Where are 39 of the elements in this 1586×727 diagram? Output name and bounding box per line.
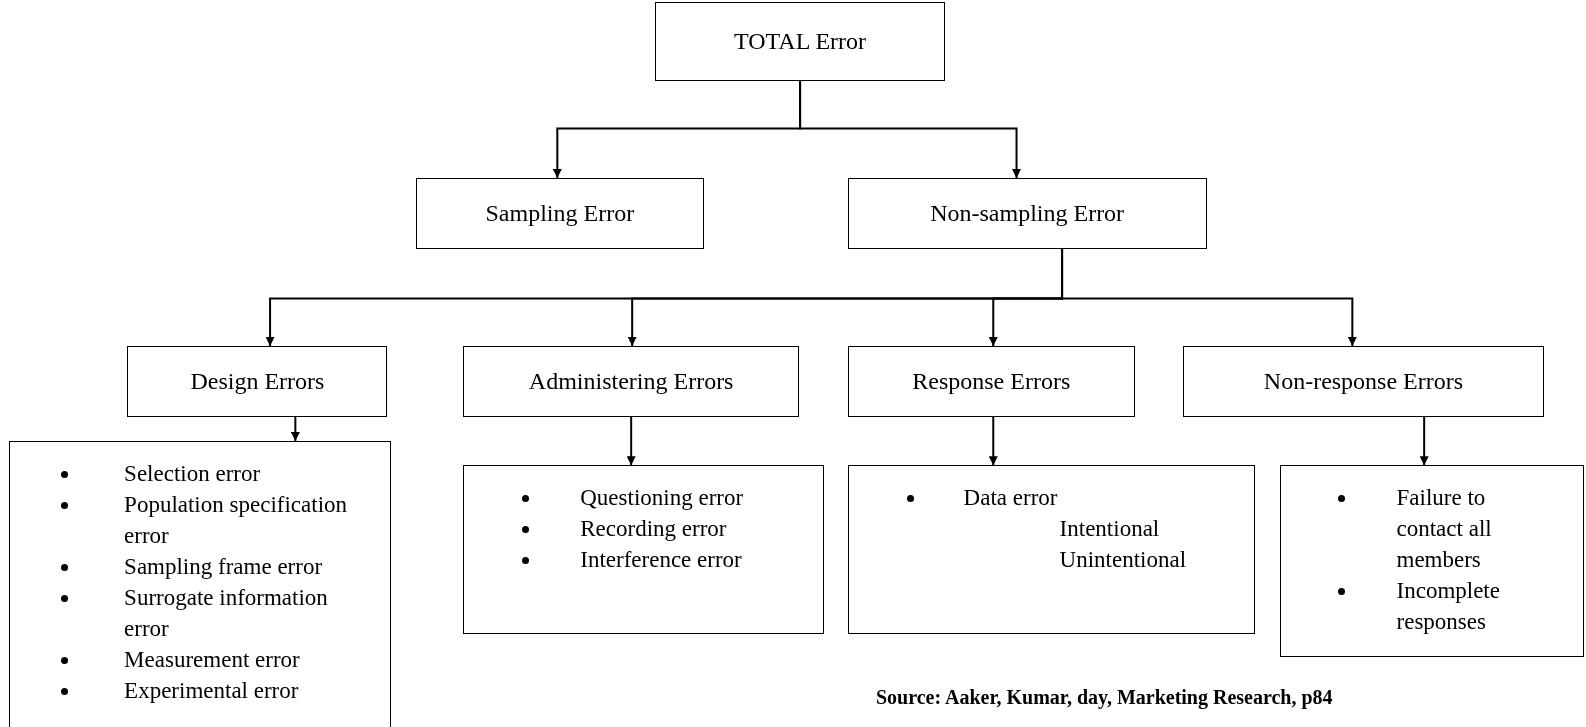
list-item: Interference error [580, 546, 743, 575]
list-item: Intentional [1059, 515, 1161, 544]
list-item: Recording error [580, 515, 728, 544]
list-item: Unintentional [1059, 546, 1188, 575]
list-item: Population specification error [124, 491, 349, 550]
category-box [127, 345, 388, 417]
list-item: Surrogate information error [124, 584, 329, 643]
arrow [290, 415, 300, 442]
category-label: Non-response Errors [1263, 367, 1464, 395]
category-label: TOTAL Error [734, 27, 867, 55]
list-box [463, 465, 825, 635]
list-item: Data error [963, 484, 1059, 513]
arrow [1419, 415, 1429, 467]
category-box [1183, 345, 1544, 417]
category-label: Design Errors [190, 367, 325, 395]
category-label: Non-sampling Error [930, 199, 1125, 227]
list-box [9, 441, 392, 727]
category-box [463, 345, 800, 417]
list-item: Experimental error [124, 677, 300, 705]
arrow [988, 415, 998, 467]
arrow [1061, 247, 1357, 347]
list-item: Measurement error [124, 646, 301, 674]
list-item: Questioning error [580, 484, 745, 513]
list-box [1279, 465, 1584, 658]
arrow [626, 415, 636, 467]
list-item: Incomplete responses [1396, 577, 1501, 637]
source-note: Source: Aaker, Kumar, day, Marketing Research, p84 [875, 685, 1333, 709]
list-item: Selection error [124, 460, 262, 488]
arrow [799, 79, 1022, 179]
category-label: Administering Errors [528, 367, 734, 395]
category-label: Sampling Error [485, 199, 635, 227]
category-label: Response Errors [912, 367, 1071, 395]
category-box [847, 178, 1207, 249]
list-box [847, 465, 1256, 635]
category-box [847, 345, 1135, 417]
list-item: Failure to contact all members [1396, 484, 1493, 575]
list-item: Sampling frame error [124, 553, 324, 581]
category-box [655, 2, 945, 81]
category-box [415, 178, 704, 249]
